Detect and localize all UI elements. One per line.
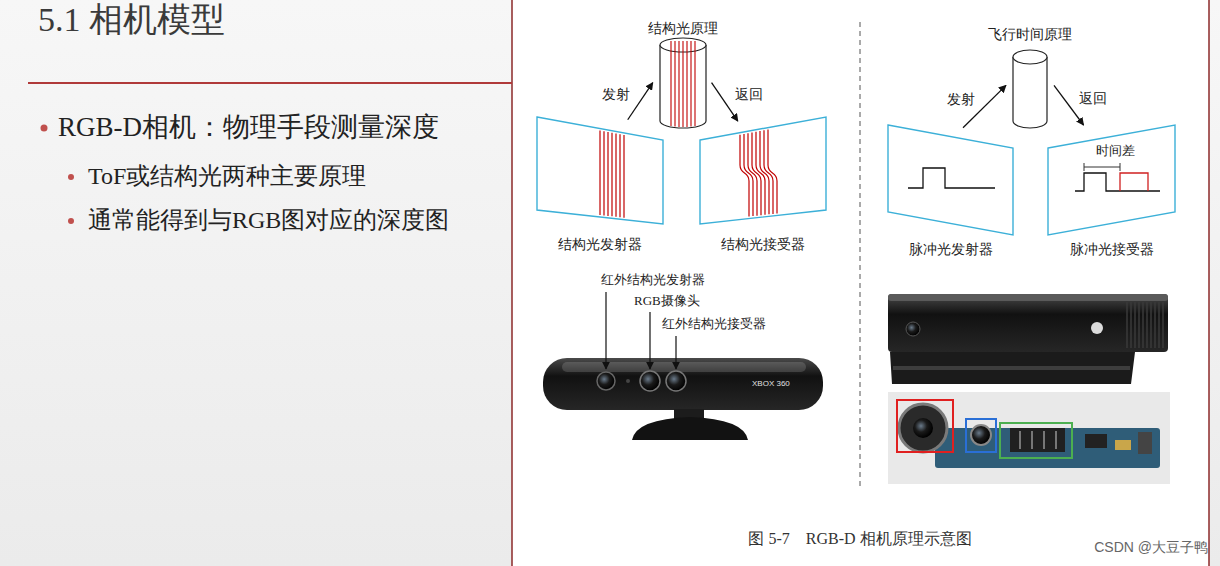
leader-arrow — [675, 336, 676, 369]
light-stripe — [599, 131, 600, 216]
pulse-signal — [1075, 173, 1160, 191]
kinect-stand — [890, 352, 1135, 384]
callout-label: 红外结构光发射器 — [601, 272, 705, 288]
edge-label: 发射 — [600, 87, 632, 104]
projection-plane — [1048, 125, 1175, 235]
connector — [1138, 432, 1152, 454]
divider-line — [860, 22, 861, 490]
leader-arrow — [649, 312, 650, 369]
highlight-box — [966, 419, 996, 452]
node-label: 飞行时间原理 — [988, 26, 1072, 44]
circuit-board — [935, 428, 1160, 468]
body-top — [888, 294, 1168, 301]
slide-title: 5.1 相机模型 — [38, 0, 225, 41]
title-rule — [28, 82, 512, 84]
chip — [1085, 434, 1107, 448]
highlight-box — [897, 400, 953, 452]
light-stripe — [670, 41, 671, 126]
xbox-logo — [1091, 322, 1103, 334]
edge-label: 返回 — [1077, 91, 1109, 108]
light-stripe — [615, 133, 616, 216]
deformed-stripe — [768, 130, 777, 214]
return-pulse — [1120, 173, 1148, 191]
bullet-dot — [41, 125, 48, 132]
node-outline — [980, 50, 1080, 128]
device-logo: XBOX 360 — [752, 379, 790, 389]
watermark: CSDN @大豆子鸭 — [1094, 539, 1208, 556]
figure-panel — [512, 0, 1209, 566]
node-label: 脉冲光发射器 — [909, 241, 993, 259]
callout-label: RGB摄像头 — [634, 293, 700, 309]
bullet-text: ToF或结构光两种主要原理 — [88, 162, 366, 191]
camera-lens — [906, 322, 920, 336]
inner-label: 时间差 — [1096, 143, 1135, 159]
rgb-lens — [913, 418, 933, 438]
body-gloss — [562, 362, 806, 372]
kinect-body — [888, 294, 1168, 352]
cylinder-top — [1013, 50, 1047, 64]
bullet-text: 通常能得到与RGB图对应的深度图 — [88, 206, 449, 235]
chip — [1115, 440, 1131, 450]
light-stripe — [682, 41, 683, 127]
pulse-signal — [908, 168, 995, 188]
sensor-plane: 时间差脉冲光接受器 — [1048, 125, 1175, 259]
ir-emitter-lens — [597, 372, 615, 390]
edge-label: 发射 — [945, 92, 977, 109]
sensor-board-photo — [888, 392, 1170, 484]
kinect-360 — [543, 292, 823, 440]
light-stripe — [674, 41, 675, 127]
node-label: 结构光原理 — [648, 20, 718, 38]
node-outline — [1048, 125, 1175, 235]
sensor-plane: 结构光接受器 — [700, 117, 826, 254]
node-outline — [888, 125, 1013, 235]
ir-illuminator — [1010, 428, 1065, 452]
kinect-base — [632, 417, 748, 440]
callout-label: 红外结构光接受器 — [662, 316, 766, 332]
node-label: 结构光接受器 — [721, 236, 805, 254]
vent-grill — [1127, 302, 1163, 348]
illuminator-cells — [1020, 431, 1056, 449]
light-stripe — [607, 132, 608, 216]
kinect-body — [543, 358, 823, 410]
node-label: 脉冲光接受器 — [1070, 241, 1154, 259]
node-outline — [700, 117, 826, 224]
projection-plane — [700, 117, 826, 224]
sensor-plane: 脉冲光发射器 — [888, 125, 1013, 259]
bullet-dot — [68, 174, 74, 180]
projection-plane — [537, 117, 663, 224]
light-stripe — [619, 134, 620, 217]
ir-sensor — [971, 425, 991, 445]
light-stripe — [690, 41, 691, 127]
target-object: 飞行时间原理 — [980, 24, 1080, 128]
bullet-text: RGB-D相机：物理手段测量深度 — [58, 111, 439, 143]
light-stripe — [623, 135, 624, 218]
projection-plane — [888, 125, 1013, 235]
leader-arrow — [605, 292, 606, 369]
node-outline — [537, 117, 663, 224]
light-stripe — [611, 133, 612, 217]
sensor-plane: 结构光发射器 — [537, 117, 663, 254]
edge-label: 返回 — [733, 87, 765, 104]
target-object: 结构光原理 — [641, 20, 725, 128]
led-dot — [626, 379, 630, 383]
kinect-v2 — [888, 294, 1168, 384]
light-stripe — [603, 131, 604, 215]
time-bracket — [1084, 163, 1120, 171]
rgb-lens — [640, 371, 660, 391]
light-stripe — [686, 41, 687, 127]
ir-receiver-lens — [666, 371, 686, 391]
light-stripe — [678, 41, 679, 127]
node-label: 结构光发射器 — [558, 236, 642, 254]
bullet-dot — [68, 218, 74, 224]
cylinder-body — [1013, 57, 1047, 128]
photo-background — [888, 392, 1170, 484]
figure-caption: 图 5-7 RGB-D 相机原理示意图 — [748, 529, 971, 548]
rgb-camera — [899, 404, 947, 452]
light-stripe — [694, 41, 695, 126]
stand-edge — [893, 366, 1130, 370]
node-outline — [641, 38, 725, 128]
highlight-box — [1000, 423, 1072, 458]
